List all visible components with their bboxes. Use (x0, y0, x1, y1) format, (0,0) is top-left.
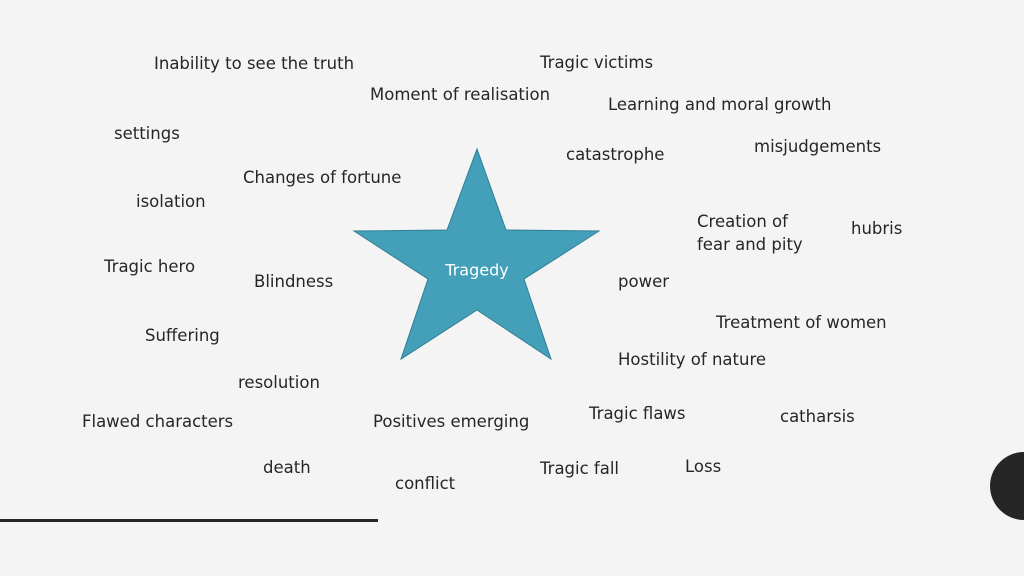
word-loss: Loss (685, 457, 722, 476)
word-conflict: conflict (395, 474, 456, 493)
word-blindness: Blindness (254, 272, 334, 291)
bottom-divider (0, 519, 378, 522)
word-power: power (618, 272, 669, 291)
word-flawed-characters: Flawed characters (82, 412, 234, 431)
word-learning-and-moral-growth: Learning and moral growth (608, 95, 832, 114)
word-tragic-victims: Tragic victims (540, 53, 654, 72)
star-label: Tragedy (445, 260, 509, 280)
word-creation-of-fear-and-pity-line1: Creation of (697, 212, 788, 231)
word-positives-emerging: Positives emerging (373, 412, 530, 431)
word-settings: settings (114, 124, 180, 143)
word-isolation: isolation (136, 192, 206, 211)
word-tragic-fall: Tragic fall (540, 459, 620, 478)
word-changes-of-fortune: Changes of fortune (243, 168, 402, 187)
word-inability-to-see-the-truth: Inability to see the truth (154, 54, 355, 73)
word-tragic-flaws: Tragic flaws (589, 404, 686, 423)
word-hostility-of-nature: Hostility of nature (618, 350, 767, 369)
word-death: death (263, 458, 311, 477)
word-hubris: hubris (851, 219, 903, 238)
word-catharsis: catharsis (780, 407, 855, 426)
word-treatment-of-women: Treatment of women (716, 313, 887, 332)
word-resolution: resolution (238, 373, 320, 392)
word-tragic-hero: Tragic hero (104, 257, 196, 276)
word-misjudgements: misjudgements (754, 137, 882, 156)
word-catastrophe: catastrophe (566, 145, 665, 164)
word-suffering: Suffering (145, 326, 220, 345)
tragedy-star (352, 147, 601, 361)
word-creation-of-fear-and-pity-line2: fear and pity (697, 235, 803, 254)
word-moment-of-realisation: Moment of realisation (370, 85, 551, 104)
